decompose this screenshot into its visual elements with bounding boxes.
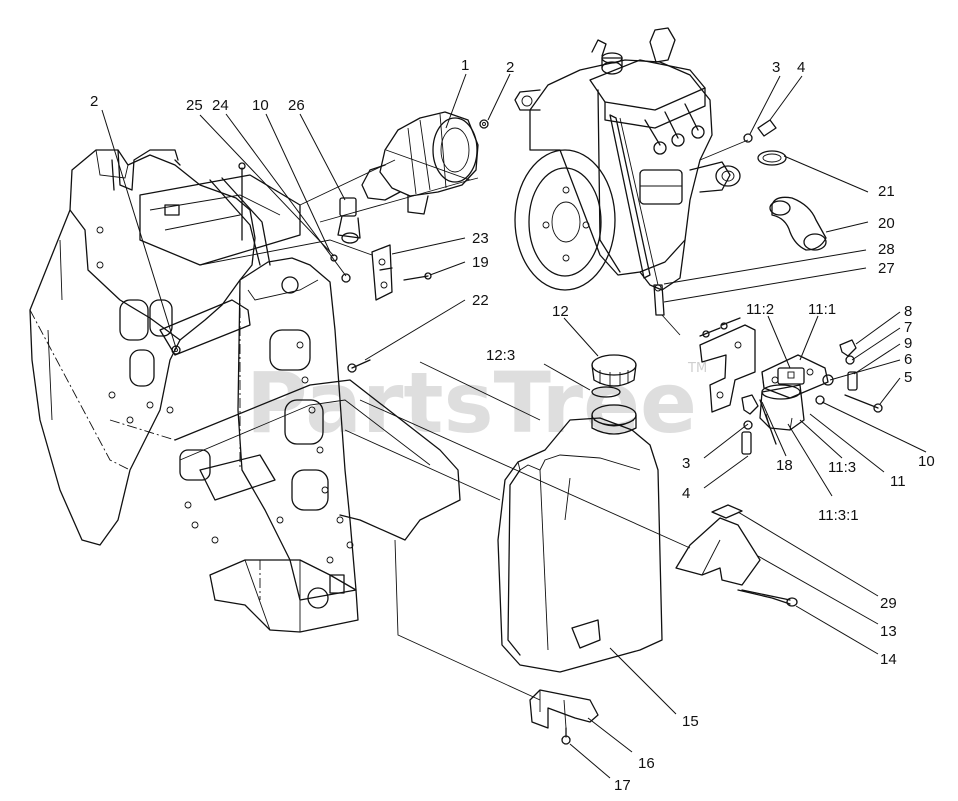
callout-3-lower: 3 (682, 455, 690, 472)
filter-bracket-11-1 (699, 324, 829, 413)
callout-2-frame: 2 (90, 93, 98, 110)
callout-18: 18 (776, 457, 793, 474)
pad-29 (711, 504, 743, 519)
callout-11-3-1: 11:3:1 (818, 507, 859, 524)
gasket-12-3 (591, 386, 621, 398)
callout-23: 23 (472, 230, 489, 247)
fuel-filter-11-3 (759, 384, 805, 431)
callout-17: 17 (614, 777, 631, 794)
callout-27: 27 (878, 260, 895, 277)
callout-24: 24 (212, 97, 229, 114)
callout-19: 19 (472, 254, 489, 271)
assembly-lines (199, 117, 749, 729)
screw-17 (561, 727, 571, 745)
callout-5: 5 (904, 369, 912, 386)
nut-10-lower (815, 395, 825, 405)
bracket-26 (337, 197, 361, 244)
air-cleaner (361, 111, 479, 215)
callout-labels: 1 2 2 3 4 25 24 10 26 23 19 22 21 20 28 … (90, 57, 935, 794)
nut-2-frame (171, 345, 181, 355)
callout-11-3: 11:3 (828, 459, 856, 476)
callout-16: 16 (638, 755, 655, 772)
washer-24 (341, 273, 351, 283)
screw-25 (238, 162, 246, 241)
nut-2-upper (479, 119, 489, 129)
callout-14: 14 (880, 651, 897, 668)
callout-6: 6 (904, 351, 912, 368)
engine (514, 27, 741, 291)
hose-clamp-21 (757, 150, 787, 166)
elbow-18-3-4-lower (741, 394, 777, 455)
callout-9: 9 (904, 335, 912, 352)
intake-elbow-20 (769, 196, 827, 251)
screw-22 (347, 359, 371, 373)
screw-19 (403, 272, 432, 281)
callout-10-upper: 10 (252, 97, 269, 114)
callout-10-lower: 10 (918, 453, 935, 470)
fuel-cap-12 (591, 354, 637, 387)
callout-1: 1 (461, 57, 469, 74)
callout-29: 29 (880, 595, 897, 612)
callout-22: 22 (472, 292, 489, 309)
strap-bracket-13 (675, 517, 791, 605)
filter-head-11-2 (777, 367, 805, 385)
frame-assembly (29, 149, 461, 633)
callout-2-upper: 2 (506, 59, 514, 76)
callout-12: 12 (552, 303, 569, 320)
callout-8: 8 (904, 303, 912, 320)
callout-4-upper: 4 (797, 59, 805, 76)
callout-11-1: 11:1 (808, 301, 836, 318)
callout-28: 28 (878, 241, 895, 258)
fuel-tank (497, 404, 663, 673)
leader-lines (101, 73, 927, 779)
callout-26: 26 (288, 97, 305, 114)
nut-10-upper (330, 254, 338, 262)
callout-21: 21 (878, 183, 895, 200)
screw-5 (844, 394, 883, 413)
hose-clamp-3-4-upper (743, 119, 777, 143)
rod-14 (741, 589, 798, 607)
callout-11: 11 (890, 473, 906, 490)
watermark-trademark: TM (687, 361, 707, 376)
screws-bracket-top (699, 317, 741, 338)
callout-20: 20 (878, 215, 895, 232)
callout-4-lower: 4 (682, 485, 690, 502)
callout-7: 7 (904, 319, 912, 336)
callout-3-upper: 3 (772, 59, 780, 76)
callout-25: 25 (186, 97, 203, 114)
callout-13: 13 (880, 623, 897, 640)
callout-11-2: 11:2 (746, 301, 774, 318)
clamp-bracket-23 (371, 244, 393, 301)
fitting-27-28 (653, 284, 665, 316)
callout-15: 15 (682, 713, 699, 730)
callout-12-3: 12:3 (486, 347, 515, 364)
fittings-8-7-9-6 (822, 339, 858, 391)
bracket-16 (529, 689, 599, 729)
watermark-text: PartsTree (246, 354, 697, 452)
